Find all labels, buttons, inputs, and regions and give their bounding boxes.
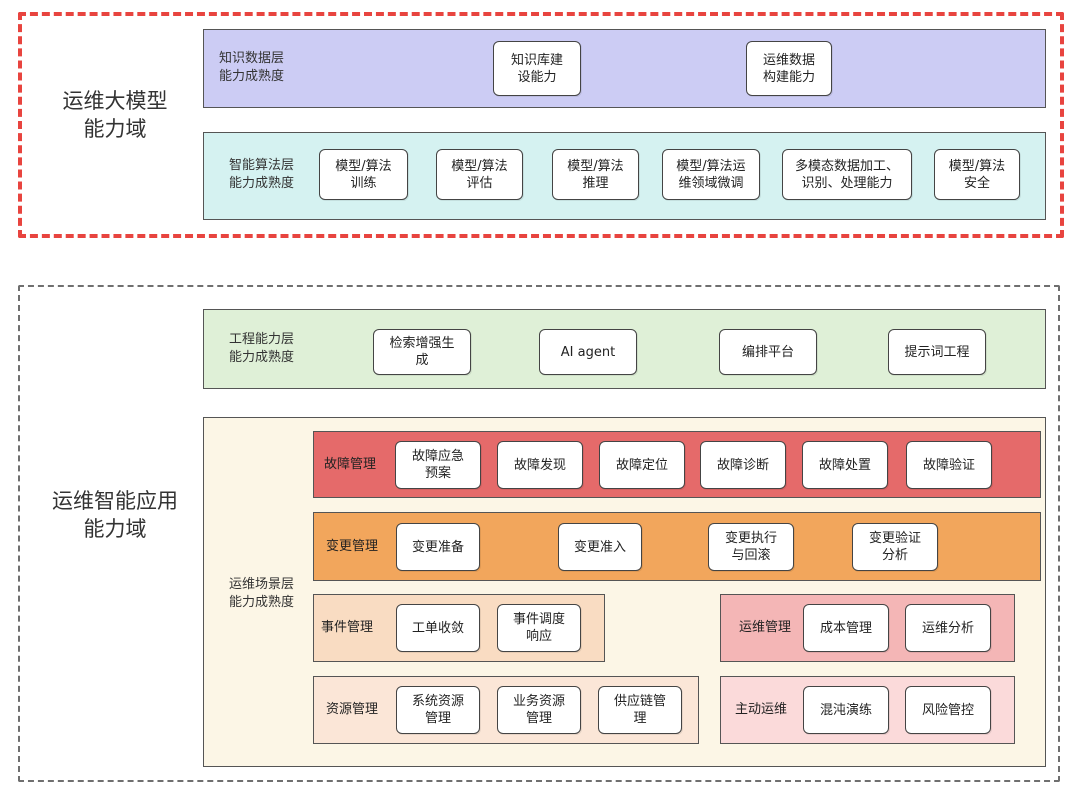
fault-management-label: 故障管理 [324, 456, 377, 472]
engineering-item: 检索增强生 成 [373, 329, 471, 375]
change-item: 变更准备 [396, 523, 480, 571]
resource-item: 供应链管 理 [598, 686, 682, 734]
fault-item: 故障发现 [497, 441, 583, 489]
resource-item: 系统资源 管理 [396, 686, 480, 734]
proactive-item: 混沌演练 [803, 686, 889, 734]
algorithm-item: 模型/算法 评估 [436, 149, 523, 200]
engineering-item: AI agent [539, 329, 637, 375]
proactive-item: 风险管控 [905, 686, 991, 734]
engineering-item: 编排平台 [719, 329, 817, 375]
event-item: 事件调度 响应 [497, 604, 581, 652]
scenario-layer-label: 运维场景层 能力成熟度 [229, 577, 295, 610]
knowledge-data-layer [203, 29, 1046, 108]
app-domain-title: 运维智能应用 能力域 [52, 489, 178, 541]
algorithm-item: 模型/算法 安全 [934, 149, 1020, 200]
fault-item: 故障诊断 [700, 441, 786, 489]
knowledge-layer-label: 知识数据层 能力成熟度 [219, 51, 285, 84]
resource-item: 业务资源 管理 [497, 686, 581, 734]
llm-capability-domain-frame [18, 12, 1064, 238]
ops-item: 运维分析 [905, 604, 991, 652]
algorithm-item: 模型/算法 推理 [552, 149, 639, 200]
algorithm-item: 模型/算法 训练 [319, 149, 408, 200]
fault-item: 故障定位 [599, 441, 685, 489]
proactive-ops-label: 主动运维 [735, 702, 788, 717]
algorithm-layer-label: 智能算法层 能力成熟度 [229, 158, 295, 191]
engineering-layer-label: 工程能力层 能力成熟度 [229, 332, 295, 365]
fault-item: 故障处置 [802, 441, 888, 489]
algorithm-item: 多模态数据加工、 识别、处理能力 [782, 149, 912, 200]
fault-item: 故障验证 [906, 441, 992, 489]
change-management-label: 变更管理 [326, 538, 379, 554]
change-item: 变更准入 [558, 523, 642, 571]
engineering-item: 提示词工程 [888, 329, 986, 375]
knowledge-item: 知识库建 设能力 [493, 41, 581, 96]
ops-management-label: 运维管理 [739, 620, 792, 635]
algorithm-item: 模型/算法运 维领域微调 [662, 149, 760, 200]
event-management-label: 事件管理 [321, 620, 374, 635]
knowledge-item: 运维数据 构建能力 [746, 41, 832, 96]
change-item: 变更验证 分析 [852, 523, 938, 571]
resource-management-label: 资源管理 [326, 702, 379, 717]
ops-item: 成本管理 [803, 604, 889, 652]
app-capability-domain-frame [18, 285, 1060, 782]
event-item: 工单收敛 [396, 604, 480, 652]
fault-item: 故障应急 预案 [395, 441, 481, 489]
change-item: 变更执行 与回滚 [708, 523, 794, 571]
llm-domain-title: 运维大模型 能力域 [62, 89, 168, 141]
